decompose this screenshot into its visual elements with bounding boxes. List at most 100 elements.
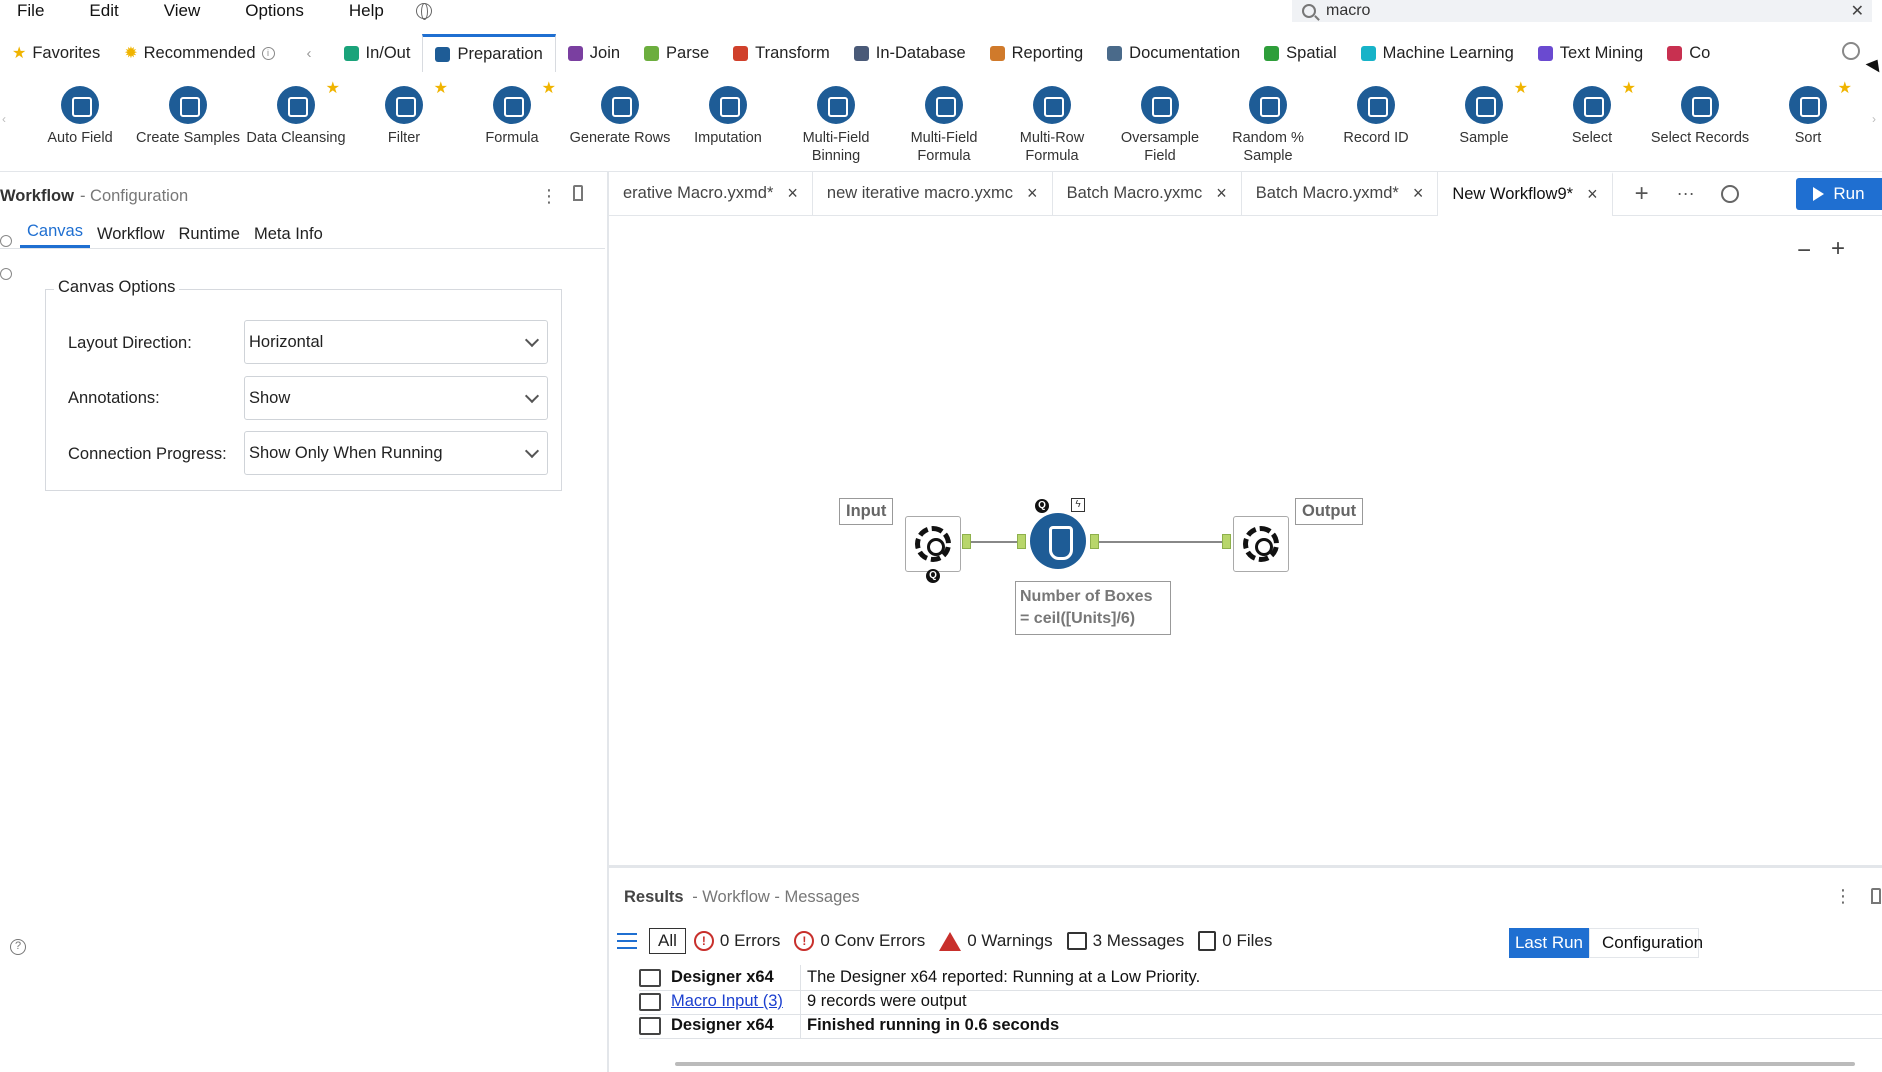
- close-tab-icon[interactable]: ×: [1412, 183, 1424, 203]
- menu-help[interactable]: Help: [348, 1, 384, 20]
- tool-button[interactable]: ★Sort: [1754, 80, 1862, 147]
- connection-wire[interactable]: [1099, 541, 1227, 543]
- tab-category[interactable]: In-Database: [842, 34, 978, 72]
- pin-icon[interactable]: [573, 185, 583, 201]
- tool-button[interactable]: Generate Rows: [566, 86, 674, 147]
- tab-category[interactable]: In/Out: [332, 34, 423, 72]
- tab-workflow[interactable]: Workflow: [96, 225, 165, 243]
- tab-favorites[interactable]: ★Favorites: [0, 34, 112, 72]
- more-options-icon[interactable]: ⋮: [540, 185, 558, 206]
- globe-icon[interactable]: [415, 3, 432, 20]
- gear-icon[interactable]: [1842, 42, 1860, 60]
- tab-category[interactable]: Spatial: [1252, 34, 1348, 72]
- more-tabs-icon[interactable]: ···: [1676, 183, 1695, 203]
- formula-node[interactable]: [1030, 513, 1086, 569]
- input-anchor[interactable]: [1222, 534, 1231, 549]
- tab-category[interactable]: Documentation: [1095, 34, 1252, 72]
- panel-divider[interactable]: [607, 172, 609, 1072]
- tool-button[interactable]: ★Select: [1538, 80, 1646, 147]
- workflow-tab[interactable]: Batch Macro.yxmd*×: [1242, 171, 1439, 216]
- tool-button[interactable]: ★Formula: [458, 80, 566, 147]
- connection-progress-select[interactable]: Show Only When Running: [244, 431, 548, 475]
- run-button[interactable]: Run: [1796, 178, 1882, 210]
- help-icon[interactable]: [0, 268, 12, 280]
- workflow-tab[interactable]: new iterative macro.yxmc×: [813, 171, 1053, 216]
- output-anchor[interactable]: [962, 534, 971, 549]
- connection-wire[interactable]: [971, 541, 1023, 543]
- close-icon[interactable]: ✕: [1850, 3, 1864, 20]
- tool-button[interactable]: ★Data Cleansing: [242, 80, 350, 147]
- formula-annotation[interactable]: Number of Boxes = ceil([Units]/6): [1015, 581, 1171, 635]
- filter-errors[interactable]: !0 Errors: [693, 931, 780, 951]
- tab-canvas[interactable]: Canvas: [20, 222, 90, 248]
- configuration-button[interactable]: Configuration: [1589, 928, 1703, 958]
- help-icon[interactable]: ?: [10, 939, 26, 955]
- tool-button[interactable]: Multi-Field Formula: [890, 86, 998, 165]
- annotations-select[interactable]: Show: [244, 376, 548, 420]
- filter-files[interactable]: 0 Files: [1198, 931, 1272, 951]
- input-anchor[interactable]: [1017, 534, 1026, 549]
- zoom-out-icon[interactable]: −: [1797, 237, 1812, 264]
- filter-warnings[interactable]: 0 Warnings: [939, 931, 1053, 951]
- close-tab-icon[interactable]: ×: [1027, 183, 1038, 203]
- macro-output-node[interactable]: [1233, 516, 1289, 572]
- menu-view[interactable]: View: [163, 1, 201, 20]
- tool-button[interactable]: Multi-Field Binning: [782, 86, 890, 165]
- menu-options[interactable]: Options: [245, 1, 304, 20]
- tab-category[interactable]: Join: [556, 34, 632, 72]
- message-row[interactable]: Macro Input (3)9 records were output: [639, 988, 1882, 1015]
- pin-icon[interactable]: [1871, 888, 1881, 904]
- workflow-tab[interactable]: erative Macro.yxmd*×: [609, 171, 813, 216]
- workflow-tab[interactable]: New Workflow9*×: [1438, 171, 1613, 216]
- tool-button[interactable]: Record ID: [1322, 86, 1430, 147]
- filter-messages[interactable]: 3 Messages: [1066, 931, 1184, 951]
- close-tab-icon[interactable]: ×: [787, 183, 798, 203]
- tab-category[interactable]: Reporting: [978, 34, 1096, 72]
- close-tab-icon[interactable]: ×: [1587, 184, 1598, 204]
- history-icon[interactable]: [1720, 184, 1739, 203]
- tool-button[interactable]: Auto Field: [26, 86, 134, 147]
- tool-button[interactable]: ★Filter: [350, 80, 458, 147]
- list-icon[interactable]: [617, 933, 637, 949]
- chevron-right-icon[interactable]: ›: [1872, 112, 1876, 126]
- chevron-left-icon[interactable]: ‹: [306, 44, 312, 62]
- tab-category[interactable]: Parse: [632, 34, 721, 72]
- input-label[interactable]: Input: [839, 498, 894, 525]
- filter-conv-errors[interactable]: !0 Conv Errors: [794, 931, 925, 951]
- message-source-link[interactable]: Macro Input (3): [671, 988, 801, 1015]
- tab-runtime[interactable]: Runtime: [178, 225, 240, 243]
- tool-button[interactable]: Imputation: [674, 86, 782, 147]
- tab-category[interactable]: Text Mining: [1526, 34, 1655, 72]
- tab-category[interactable]: Co: [1655, 34, 1722, 72]
- layout-direction-select[interactable]: Horizontal: [244, 320, 548, 364]
- more-options-icon[interactable]: ⋮: [1834, 886, 1852, 906]
- workflow-tab[interactable]: Batch Macro.yxmc×: [1053, 171, 1242, 216]
- close-tab-icon[interactable]: ×: [1216, 183, 1227, 203]
- tab-meta-info[interactable]: Meta Info: [253, 225, 323, 243]
- tab-category[interactable]: Transform: [721, 34, 842, 72]
- tool-button[interactable]: ★Sample: [1430, 80, 1538, 147]
- tool-button[interactable]: Create Samples: [134, 86, 242, 147]
- tool-button[interactable]: Select Records: [1646, 86, 1754, 147]
- output-anchor[interactable]: [1090, 534, 1099, 549]
- horizontal-scrollbar[interactable]: [675, 1062, 1855, 1066]
- tab-category[interactable]: Preparation: [422, 34, 556, 72]
- tool-button[interactable]: Multi-Row Formula: [998, 86, 1106, 165]
- last-run-button[interactable]: Last Run: [1509, 928, 1589, 958]
- menu-file[interactable]: File: [17, 1, 45, 20]
- tab-category[interactable]: Machine Learning: [1349, 34, 1526, 72]
- settings-icon[interactable]: [0, 235, 12, 247]
- new-tab-icon[interactable]: +: [1634, 179, 1649, 207]
- filter-all-button[interactable]: All: [649, 928, 686, 954]
- zoom-in-icon[interactable]: +: [1831, 235, 1846, 262]
- output-label[interactable]: Output: [1295, 498, 1364, 525]
- chevron-left-icon[interactable]: ‹: [2, 112, 6, 126]
- macro-input-node[interactable]: [905, 516, 961, 572]
- menu-edit[interactable]: Edit: [89, 1, 119, 20]
- search-input[interactable]: macro: [1326, 2, 1371, 19]
- workflow-canvas[interactable]: − + Input Q Q ϟ Output Number of Boxes =…: [609, 217, 1882, 865]
- tool-button[interactable]: Random % Sample: [1214, 86, 1322, 165]
